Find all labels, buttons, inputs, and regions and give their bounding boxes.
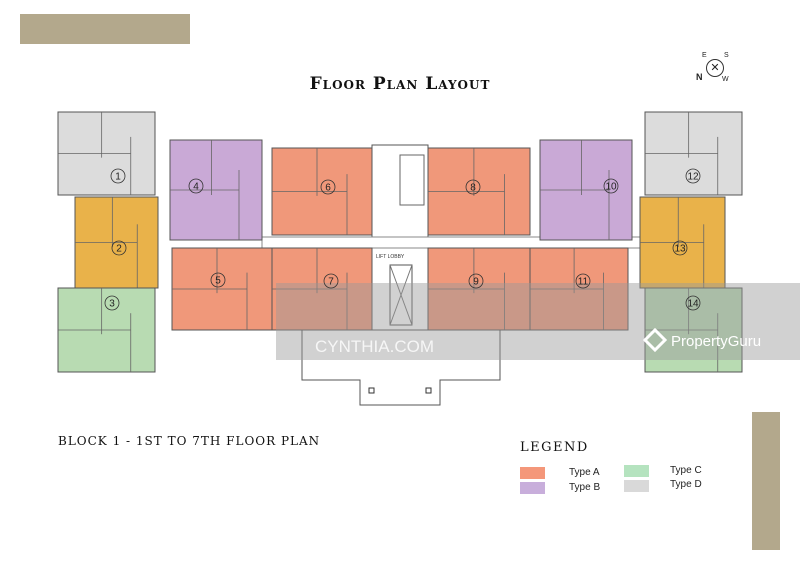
unit-number-circle [672, 240, 688, 256]
unit-number-label: 12 [687, 172, 699, 183]
unit-number-circle [468, 273, 484, 289]
legend-label-type-b: Type B [569, 482, 601, 493]
unit-number-circle [323, 273, 339, 289]
unit-number-circle [104, 295, 120, 311]
unit-number-label: 7 [328, 277, 334, 288]
unit-number-label: 5 [215, 276, 221, 287]
unit-number-circle [685, 295, 701, 311]
unit-number-label: 11 [578, 277, 589, 288]
staircase [399, 154, 425, 206]
unit-number-circle [685, 168, 701, 184]
unit-number-label: 13 [674, 244, 686, 255]
unit-number-label: 9 [473, 277, 479, 288]
watermark-band [276, 283, 800, 360]
unit-number-circle [575, 273, 591, 289]
unit-number-circle [320, 179, 336, 195]
legend-swatch-type-c [624, 465, 649, 477]
unit-number-circle [210, 272, 226, 288]
column [368, 387, 375, 394]
column [425, 387, 432, 394]
tan-bar-right [752, 412, 780, 550]
unit-number-label: 14 [687, 299, 699, 310]
terrace [301, 329, 501, 406]
legend-title: LEGEND [520, 440, 589, 455]
legend-label-type-d: Type D [670, 479, 702, 490]
unit-number-circle [188, 178, 204, 194]
lift-cross [389, 264, 413, 326]
watermark-agent: CYNTHIA.COM [315, 337, 434, 356]
lift-shaft [389, 264, 413, 326]
unit-number-label: 3 [109, 299, 115, 310]
watermark-brand: PropertyGuru [671, 333, 761, 350]
unit-number-label: 4 [193, 182, 199, 193]
page-title: Floor Plan Layout [309, 74, 491, 94]
unit-number-circle [603, 178, 619, 194]
compass-rose: ✕ [706, 59, 724, 77]
compass-s: S [724, 52, 729, 59]
legend-label-type-c: Type C [670, 465, 702, 476]
unit-number-circle [465, 179, 481, 195]
propertyguru-logo-icon [642, 327, 668, 353]
legend-swatch-type-b [520, 482, 545, 494]
unit-number-label: 1 [115, 172, 121, 183]
legend-swatch-type-a [520, 467, 545, 479]
lift-lobby-label: LIFT LOBBY [376, 254, 405, 260]
tan-banner-top [20, 14, 190, 44]
unit-number-label: 6 [325, 183, 331, 194]
legend-label-type-a: Type A [569, 467, 600, 478]
unit-number-label: 2 [116, 244, 122, 255]
plan-subtitle: BLOCK 1 - 1ST TO 7TH FLOOR PLAN [58, 434, 321, 448]
legend-swatch-type-d [624, 480, 649, 492]
compass-w: W [722, 76, 729, 83]
unit-number-circle [111, 240, 127, 256]
unit-number-label: 8 [470, 183, 476, 194]
compass-n: N [696, 72, 703, 82]
unit-number-circle [110, 168, 126, 184]
compass-icon: E S N W ✕ [694, 52, 734, 86]
unit-number-label: 10 [605, 182, 617, 193]
compass-e: E [702, 52, 707, 59]
